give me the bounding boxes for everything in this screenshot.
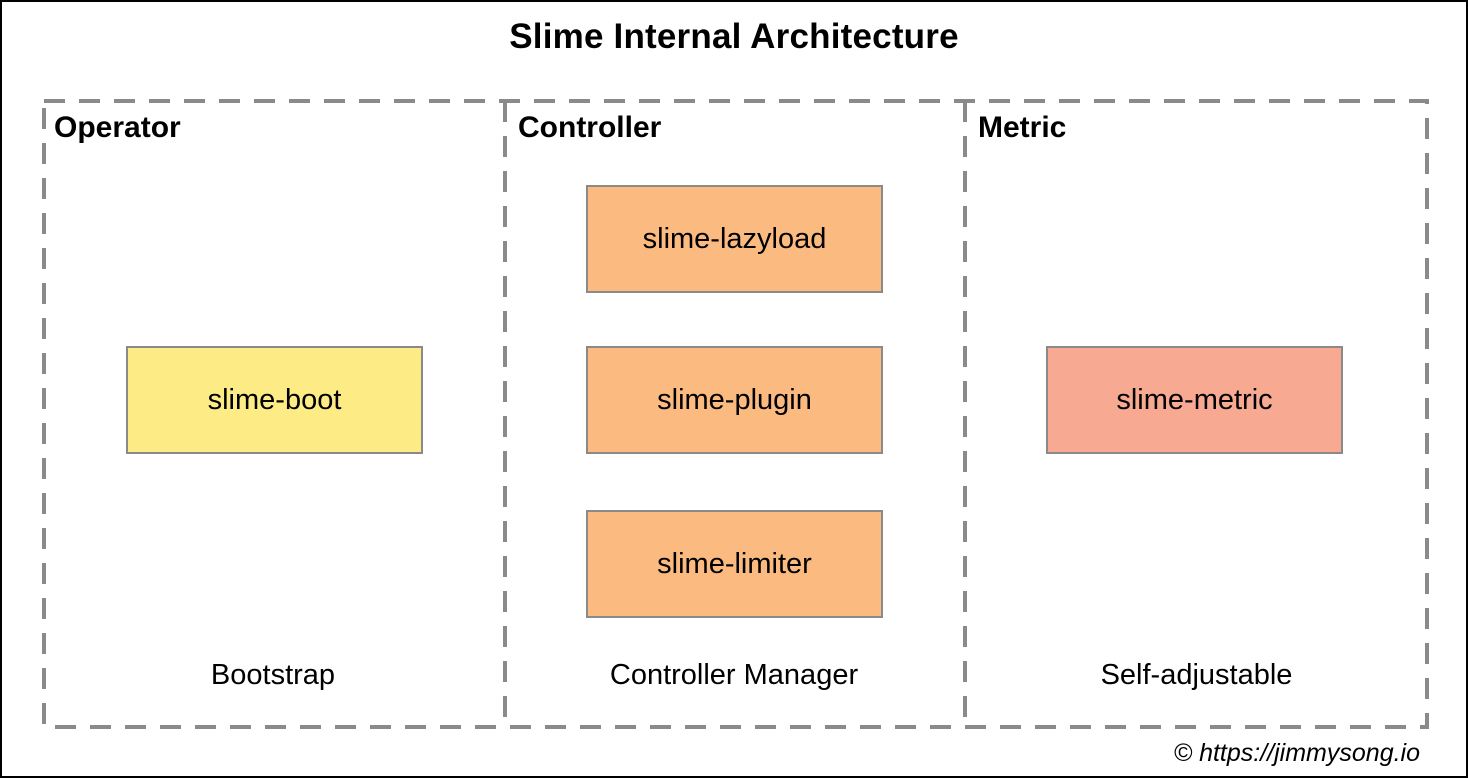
section-label-operator: Operator (54, 111, 181, 144)
component-box-slime-lazyload: slime-lazyload (586, 185, 883, 293)
section-footer-self-adjustable: Self-adjustable (1100, 659, 1293, 691)
component-box-slime-limiter: slime-limiter (586, 510, 883, 618)
component-label: slime-plugin (657, 383, 812, 416)
component-label: slime-lazyload (642, 222, 827, 255)
page-title: Slime Internal Architecture (509, 17, 959, 56)
dashed-outer-rect (42, 99, 1429, 729)
component-label: slime-metric (1116, 383, 1273, 416)
section-label-metric: Metric (978, 111, 1067, 144)
section-label-controller: Controller (518, 111, 662, 144)
component-label: slime-limiter (657, 547, 812, 580)
copyright-text: © https://jimmysong.io (1173, 739, 1420, 767)
section-footer-controller-manager: Controller Manager (609, 659, 859, 691)
component-box-slime-plugin: slime-plugin (586, 346, 883, 454)
section-footer-bootstrap: Bootstrap (210, 659, 336, 691)
component-box-slime-boot: slime-boot (126, 346, 423, 454)
component-box-slime-metric: slime-metric (1046, 346, 1343, 454)
component-label: slime-boot (207, 383, 342, 416)
